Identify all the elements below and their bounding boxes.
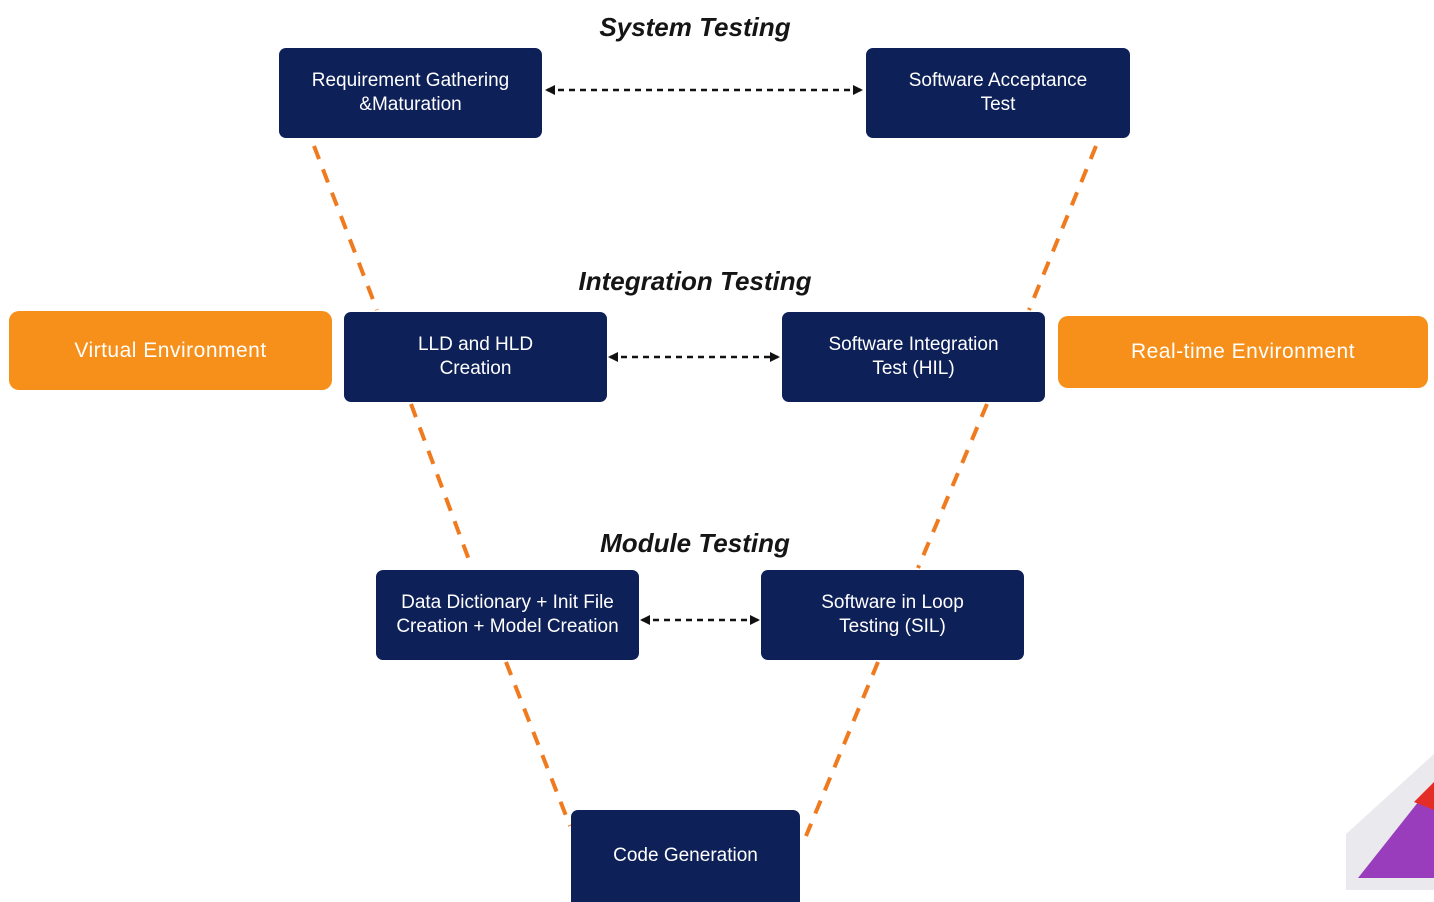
left-connector-bottom	[504, 661, 572, 827]
code-generation-box: Code Generation	[571, 810, 800, 902]
right-connector-middle	[916, 403, 989, 569]
real-time-environment-label: Real-time Environment	[1058, 316, 1428, 388]
software-integration-test-box: Software Integration Test (HIL)	[782, 312, 1045, 402]
data-dictionary-model-creation-box: Data Dictionary + Init File Creation + M…	[376, 570, 639, 660]
software-acceptance-test-box: Software Acceptance Test	[866, 48, 1130, 138]
system-testing-title: System Testing	[599, 12, 791, 42]
software-in-loop-testing-box: Software in Loop Testing (SIL)	[761, 570, 1024, 660]
right-connector-bottom	[804, 661, 880, 837]
module-testing-title: Module Testing	[600, 528, 790, 558]
requirement-gathering-box: Requirement Gathering &Maturation	[279, 48, 542, 138]
virtual-environment-label: Virtual Environment	[9, 311, 332, 390]
corner-logo-shape	[1346, 754, 1434, 890]
lld-hld-creation-box: LLD and HLD Creation	[344, 312, 607, 402]
right-connector-top	[1027, 145, 1098, 311]
left-connector-middle	[409, 403, 474, 569]
left-connector-top	[312, 145, 379, 311]
integration-testing-title: Integration Testing	[578, 266, 812, 296]
